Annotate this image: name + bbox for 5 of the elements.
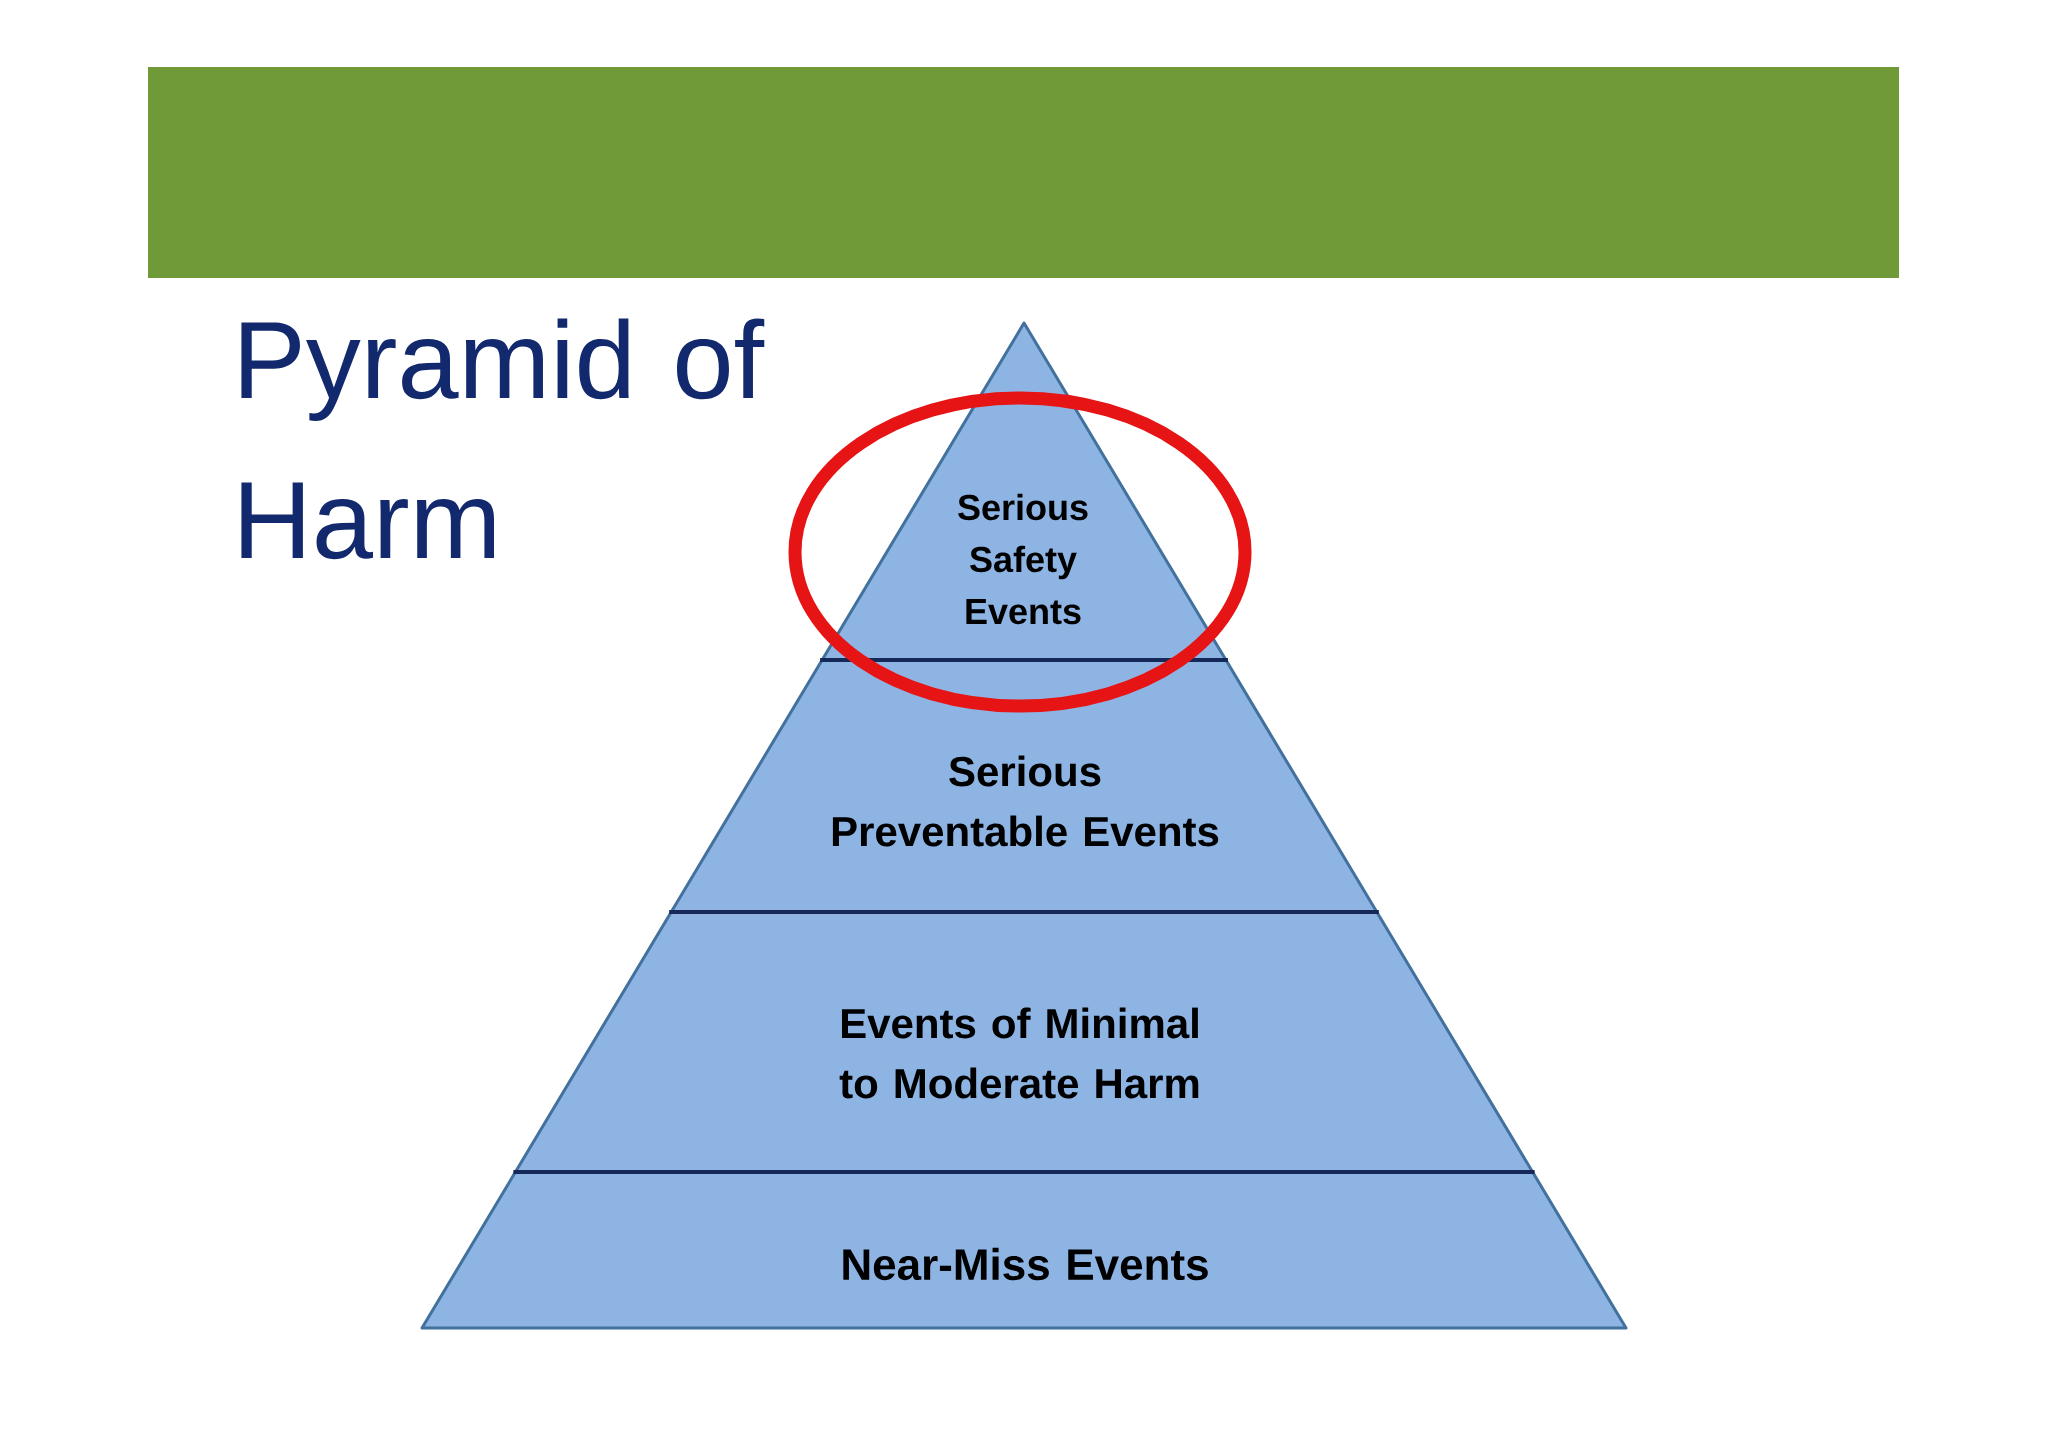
pyramid-tier: Near-Miss Events: [420, 1170, 1628, 1330]
pyramid-tier: Serious Preventable Events: [669, 658, 1379, 914]
title: Pyramid of Harm: [241, 318, 765, 560]
pyramid-tier: Serious Safety Events: [820, 321, 1228, 662]
pyramid-tier: Events of Minimal to Moderate Harm: [513, 910, 1535, 1174]
